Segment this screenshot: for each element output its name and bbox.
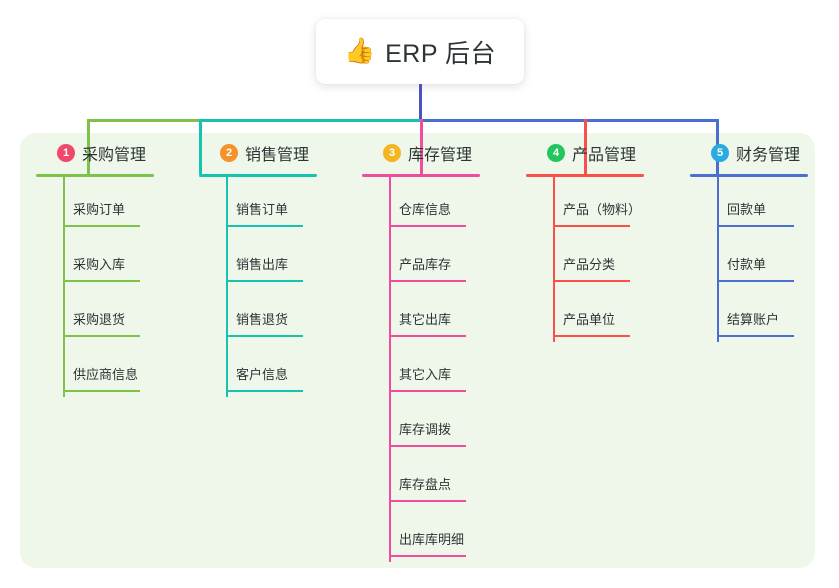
branch-item-label: 仓库信息 — [399, 202, 452, 217]
branch-item-underline — [63, 390, 140, 392]
branch-item-underline — [389, 445, 466, 447]
bus-segment-3 — [420, 119, 717, 122]
branch-item-underline — [717, 225, 794, 227]
branch-item-underline — [717, 335, 794, 337]
branch-spine — [63, 177, 65, 397]
branch-column-2: 2 销售管理销售订单销售出库销售退货客户信息 — [199, 141, 317, 397]
branch-title: 产品管理 — [572, 147, 637, 164]
branch-column-1: 1 采购管理采购订单采购入库采购退货供应商信息 — [36, 141, 154, 397]
root-stem — [419, 84, 422, 121]
branch-spine — [717, 177, 719, 342]
branch-item-underline — [553, 225, 630, 227]
branch-column-3: 3 库存管理仓库信息产品库存其它出库其它入库库存调拨库存盘点出库库明细 — [362, 141, 480, 562]
branch-item-underline — [226, 335, 303, 337]
branch-header-3[interactable]: 3 库存管理 — [362, 141, 472, 165]
branch-title: 销售管理 — [245, 147, 310, 164]
branch-item-label: 采购订单 — [73, 202, 126, 217]
branch-title: 财务管理 — [736, 147, 801, 164]
branch-drop-3 — [420, 119, 423, 174]
branch-column-4: 4 产品管理产品（物料） 产品分类产品单位 — [526, 141, 644, 342]
branch-item-underline — [63, 225, 140, 227]
branch-number-badge: 3 — [383, 144, 401, 162]
branch-item-underline — [63, 280, 140, 282]
branch-spine — [226, 177, 228, 397]
branch-item-underline — [389, 280, 466, 282]
branch-item-label: 产品分类 — [563, 257, 616, 272]
branch-item-underline — [226, 390, 303, 392]
branch-header-1[interactable]: 1 采购管理 — [36, 141, 146, 165]
branch-underline — [690, 174, 808, 177]
branch-item-label: 库存盘点 — [399, 477, 452, 492]
branch-drop-4 — [584, 119, 587, 174]
branch-underline — [526, 174, 644, 177]
branch-item-label: 销售出库 — [236, 257, 289, 272]
branch-item-underline — [63, 335, 140, 337]
branch-item-label: 销售退货 — [236, 312, 289, 327]
branch-item-label: 客户信息 — [236, 367, 289, 382]
branch-underline — [362, 174, 480, 177]
branch-underline — [36, 174, 154, 177]
branch-item-label: 其它入库 — [399, 367, 452, 382]
branch-title: 库存管理 — [408, 147, 473, 164]
root-node-title: ERP 后台 — [385, 39, 497, 68]
branch-item-label: 库存调拨 — [399, 422, 452, 437]
branch-item-underline — [717, 280, 794, 282]
branch-drop-2 — [199, 119, 202, 174]
branch-item-label: 采购退货 — [73, 312, 126, 327]
branch-item-underline — [389, 335, 466, 337]
branch-header-2[interactable]: 2 销售管理 — [199, 141, 309, 165]
branch-title: 采购管理 — [82, 147, 147, 164]
bus-segment-1 — [87, 119, 200, 122]
branch-drop-1 — [87, 119, 90, 174]
diagram-panel — [20, 133, 815, 568]
branch-header-5[interactable]: 5 财务管理 — [690, 141, 800, 165]
branch-item-underline — [553, 335, 630, 337]
branch-item-label: 出库库明细 — [399, 532, 465, 547]
branch-item-label: 采购入库 — [73, 257, 126, 272]
branch-item-underline — [226, 280, 303, 282]
branch-underline — [199, 174, 317, 177]
branch-column-5: 5 财务管理回款单付款单结算账户 — [690, 141, 808, 342]
branch-number-badge: 1 — [57, 144, 75, 162]
branch-number-badge: 2 — [220, 144, 238, 162]
thumbs-up-icon: 👍 — [343, 37, 376, 65]
branch-item-label: 其它出库 — [399, 312, 452, 327]
branch-spine — [553, 177, 555, 342]
branch-header-4[interactable]: 4 产品管理 — [526, 141, 636, 165]
branch-number-badge: 4 — [547, 144, 565, 162]
branch-item-label: 回款单 — [727, 202, 767, 217]
branch-item-label: 产品库存 — [399, 257, 452, 272]
branch-item-underline — [389, 225, 466, 227]
root-node-card[interactable]: 👍 ERP 后台 — [316, 19, 524, 84]
branch-spine — [389, 177, 391, 562]
branch-item-label: 产品（物料） — [563, 202, 642, 217]
bus-segment-2 — [200, 119, 420, 122]
branch-item-underline — [389, 390, 466, 392]
branch-item-label: 销售订单 — [236, 202, 289, 217]
branch-item-underline — [389, 500, 466, 502]
branch-item-label: 付款单 — [727, 257, 767, 272]
branch-item-underline — [553, 280, 630, 282]
branch-item-label: 结算账户 — [727, 312, 780, 327]
branch-item-label: 供应商信息 — [73, 367, 139, 382]
branch-item-underline — [226, 225, 303, 227]
branch-item-underline — [389, 555, 466, 557]
branch-item-label: 产品单位 — [563, 312, 616, 327]
branch-number-badge: 5 — [711, 144, 729, 162]
